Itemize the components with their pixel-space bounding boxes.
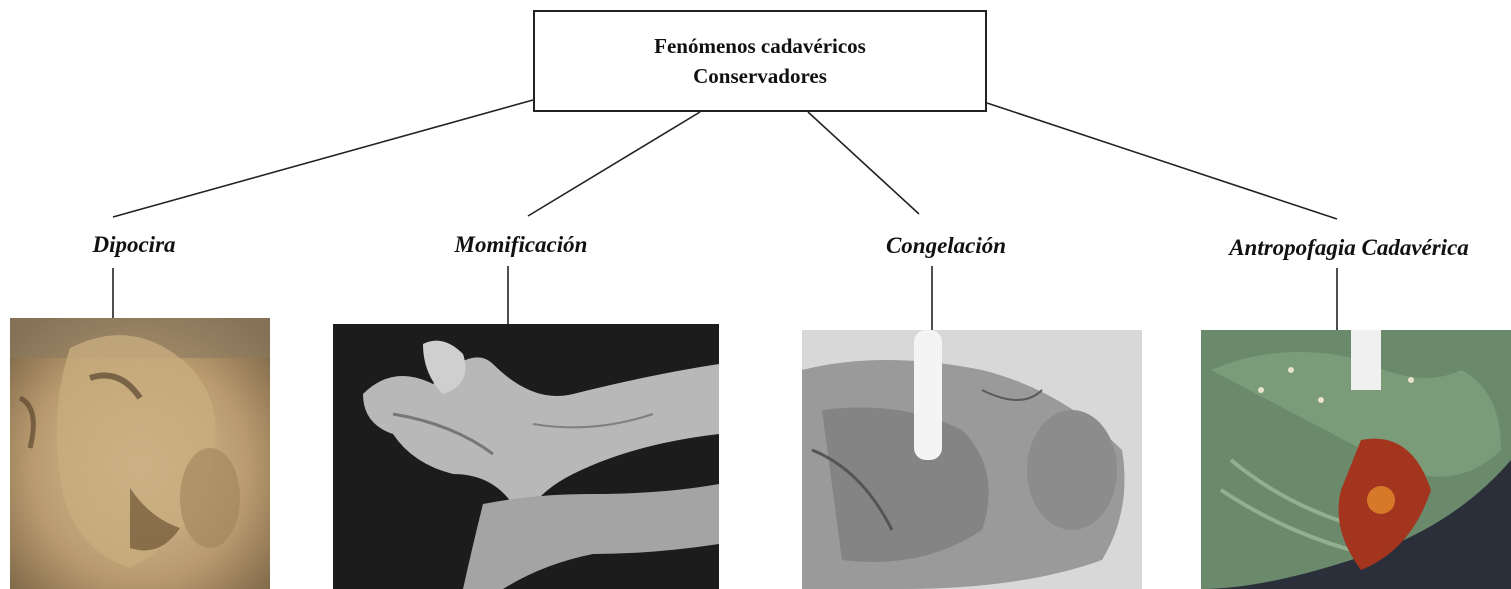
root-title-line2: Conservadores <box>693 61 827 91</box>
branch-label-congelacion: Congelación <box>886 233 1006 259</box>
insect-activity-photo <box>1201 330 1511 589</box>
root-title-line1: Fenómenos cadavéricos <box>654 31 866 61</box>
frozen-body-photo <box>802 330 1142 589</box>
connector-root-antropofagia <box>987 103 1337 219</box>
mummified-limb-photo <box>333 324 719 589</box>
connector-root-congelacion <box>808 112 919 214</box>
branch-label-dipocira: Dipocira <box>92 232 175 258</box>
adipocere-photo <box>10 318 270 589</box>
connector-root-momificacion <box>528 112 700 216</box>
connector-root-dipocira <box>113 100 533 217</box>
branch-label-antropofagia: Antropofagia Cadavérica <box>1229 235 1469 261</box>
branch-label-momificacion: Momificación <box>455 232 588 258</box>
root-node: Fenómenos cadavéricos Conservadores <box>533 10 987 112</box>
